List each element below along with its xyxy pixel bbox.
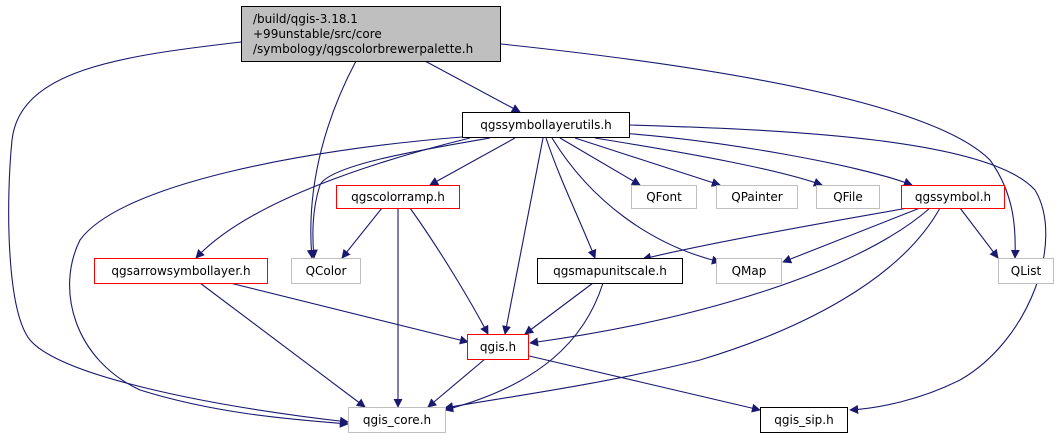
edge-symbol-to-qgis [529,207,931,347]
edge-symbol-to-qmap [782,207,921,264]
edge-arrowsymbollayer-to-qgis-core [199,282,366,408]
edge-root-to-qgis-core [8,41,349,426]
edge-symbollayerutils-to-colorramp [429,137,516,186]
node-qpainter: QPainter [716,185,798,209]
edge-symbol-to-qgis-core [444,207,941,411]
node-root-qgscolorbrewerpalette[interactable]: /build/qgis-3.18.1 +99unstable/src/core … [241,6,501,62]
edge-mapunitscale-to-qgis-core [444,282,604,413]
root-label-line-1: /build/qgis-3.18.1 [253,11,358,26]
edge-symbol-to-mapunitscale [642,207,909,262]
node-qgssymbollayerutils[interactable]: qgssymbollayerutils.h [462,112,630,138]
edge-symbollayerutils-to-arrowsymbollayer [195,137,471,259]
node-qfont: QFont [631,185,697,209]
edge-arrowsymbollayer-to-qgis [229,282,469,345]
edge-root-to-qlist [500,43,1020,259]
edge-colorramp-to-qcolor [341,207,383,259]
edge-symbollayerutils-to-qfile [594,137,823,187]
node-qgis-core: qgis_core.h [348,407,446,433]
node-qlist: QList [998,258,1054,284]
root-label-line-3: /symbology/qgscolorbrewerpalette.h [253,41,474,56]
edge-qgis-to-qgis-sip [524,354,761,413]
edge-symbollayerutils-to-qgis-sip [629,124,1047,414]
edge-symbol-to-qlist [959,207,999,259]
edge-symbollayerutils-to-qmap [551,137,721,265]
edge-symbollayerutils-to-qgis [502,137,544,335]
edge-symbollayerutils-to-qgis-core [69,136,463,428]
edge-mapunitscale-to-qgis [524,282,594,335]
edge-symbollayerutils-to-symbol [619,132,913,187]
root-label-line-2: +99unstable/src/core [253,26,382,41]
edge-colorramp-to-qgis [409,207,489,335]
edge-symbollayerutils-to-qfont [559,137,641,186]
node-qgis-sip[interactable]: qgis_sip.h [760,407,848,433]
node-qgsmapunitscale[interactable]: qgsmapunitscale.h [537,258,683,284]
edge-root-to-symbollayerutils [424,60,521,113]
node-qgsarrowsymbollayer[interactable]: qgsarrowsymbollayer.h [94,258,268,284]
node-qgssymbol[interactable]: qgssymbol.h [901,185,1005,209]
node-qfile: QFile [816,185,880,209]
edge-qgis-to-qgis-core [427,358,486,408]
edge-root-to-qcolor [306,60,357,259]
node-qmap: QMap [716,258,782,284]
node-qgis[interactable]: qgis.h [467,334,529,360]
node-qcolor: QColor [291,258,361,284]
edge-symbollayerutils-to-qpainter [574,137,721,187]
edge-symbollayerutils-to-mapunitscale [545,137,597,259]
node-qgscolorramp[interactable]: qgscolorramp.h [336,185,460,209]
edge-symbollayerutils-to-qcolor [308,137,491,259]
